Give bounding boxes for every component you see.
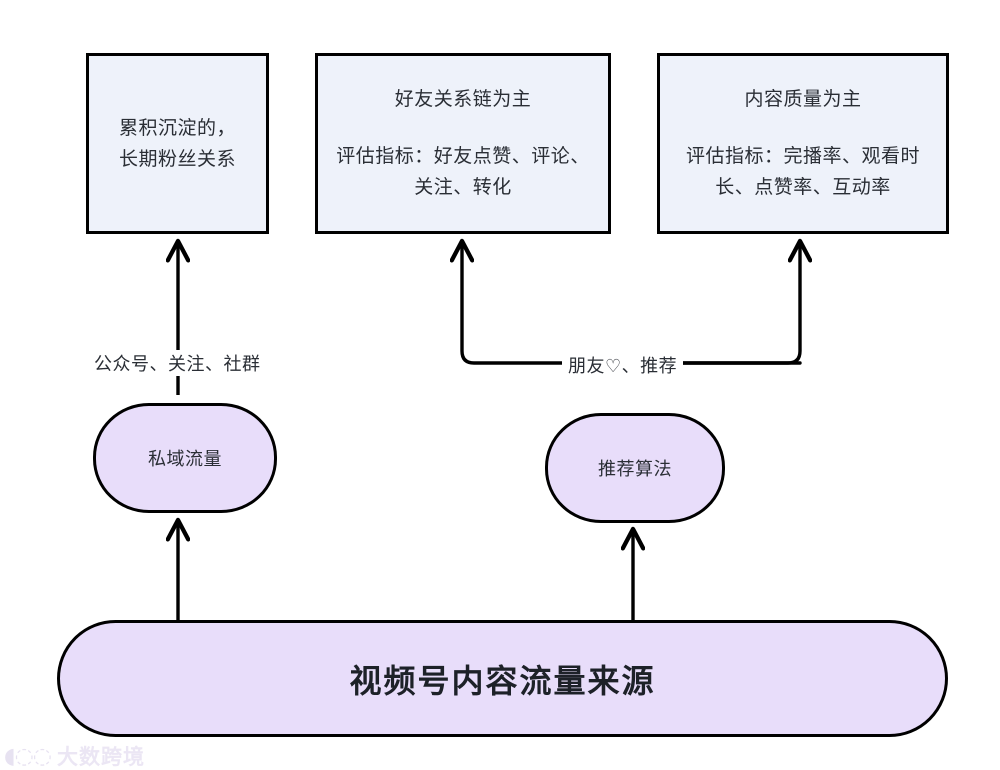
node-recommend-algorithm-label: 推荐算法 [598, 459, 672, 480]
edge-label-private-sources: 公众号、关注、社群 [88, 350, 267, 376]
edge-recommend-to-content-quality [598, 243, 800, 365]
node-traffic-source-label: 视频号内容流量来源 [349, 661, 656, 700]
node-content-metrics: 评估指标：完播率、观看时 长、点赞率、互动率 [674, 141, 932, 203]
node-friend-metrics-line2: 关注、转化 [414, 175, 512, 198]
node-accumulated-line1: 累积沉淀的， [118, 116, 236, 139]
node-traffic-source[interactable]: 视频号内容流量来源 [57, 620, 948, 737]
node-recommend-algorithm[interactable]: 推荐算法 [545, 413, 725, 523]
node-friend-metrics-line1: 评估指标：好友点赞、评论、 [336, 145, 590, 168]
node-friend-title: 好友关系链为主 [394, 88, 532, 111]
node-content-metrics-line2: 长、点赞率、互动率 [715, 175, 891, 198]
watermark-text: 大数跨境 [56, 744, 145, 769]
node-content-title: 内容质量为主 [744, 88, 862, 111]
watermark: ◖◌◌ 大数跨境 [4, 746, 145, 768]
node-private-traffic-label: 私域流量 [148, 449, 222, 470]
node-accumulated-line2: 长期粉丝关系 [118, 147, 236, 170]
node-accumulated-fans[interactable]: 累积沉淀的， 长期粉丝关系 [86, 53, 269, 234]
node-private-traffic[interactable]: 私域流量 [93, 403, 277, 513]
node-content-quality[interactable]: 内容质量为主 评估指标：完播率、观看时 长、点赞率、互动率 [657, 53, 949, 234]
node-friend-metrics: 评估指标：好友点赞、评论、 关注、转化 [324, 141, 602, 203]
edge-label-friend-recommend: 朋友♡、推荐 [562, 352, 684, 378]
watermark-logo-icon: ◖◌◌ [4, 744, 52, 769]
edge-recommend-to-friend-chain [462, 243, 802, 365]
node-content-metrics-line1: 评估指标：完播率、观看时 [685, 145, 920, 168]
node-friend-relationship-chain[interactable]: 好友关系链为主 评估指标：好友点赞、评论、 关注、转化 [315, 53, 611, 234]
